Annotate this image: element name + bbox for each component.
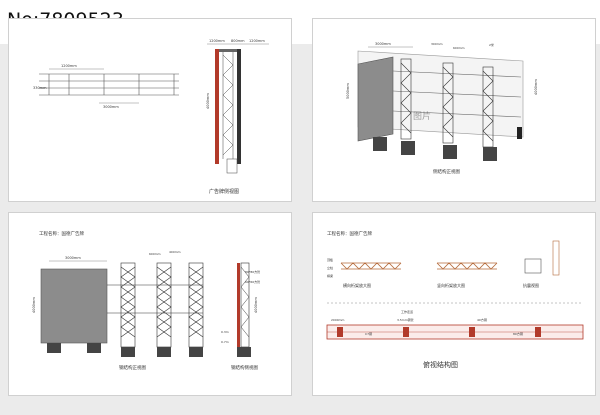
front-face — [357, 56, 394, 142]
plan-dim-top: 1200mm — [61, 64, 77, 68]
dim-f: 80方钢 — [513, 331, 523, 336]
side-elevation — [237, 262, 251, 357]
caption-c: 抗震视图 — [523, 282, 539, 288]
plan-strip — [326, 324, 584, 340]
dim-b: 工作走道 — [401, 309, 413, 314]
dim-right-top: 2米 — [489, 42, 494, 47]
sheet-steel-structure: 工程名称：国德广告牌 3000mm 4000mm 600mm 4 — [8, 212, 292, 396]
dim-e: 40方钢 — [477, 317, 487, 322]
dim-height: 4000mm — [32, 297, 36, 313]
steel-structure-drawing: 工程名称：国德广告牌 3000mm 4000mm 600mm 4 — [32, 230, 260, 371]
label-mid: 立柱 — [327, 265, 333, 270]
caption-b: 竖向桁架放大图 — [437, 282, 465, 288]
side-dim-b: 800mm — [231, 39, 245, 43]
side-dim-vert: 4000mm — [206, 93, 210, 109]
label-bot: 横梁 — [327, 273, 333, 278]
3d-view-drawing: 3000mm 300mm 600mm 2米 5000mm 4000mm 图片 侧… — [346, 42, 538, 175]
note-a: 600mm — [149, 252, 161, 256]
sheet-3d-view: 3000mm 300mm 600mm 2米 5000mm 4000mm 图片 侧… — [312, 18, 596, 202]
dim-height-side: 4000mm — [254, 297, 258, 313]
caption-a: 横向桁架放大图 — [343, 282, 371, 288]
steel-trusses — [107, 262, 204, 348]
dim-d: C7钢 — [365, 331, 372, 336]
caption-main: 俯视结构图 — [423, 360, 458, 369]
sheet3-title: 工程名称：国德广告牌 — [39, 230, 84, 237]
dim-c: 3.5mm钢管 — [397, 317, 414, 322]
side-dim-a: 1200mm — [209, 39, 225, 43]
base-b: 0.7m — [221, 340, 229, 344]
plan-dim-bottom: 3000mm — [103, 105, 119, 109]
note-c: 80*80方管 — [245, 269, 260, 274]
seismic-detail — [524, 258, 542, 274]
top-structure-drawing: 工程名称：国德广告牌 顶板 立柱 横梁 横向桁架放大图 竖向桁架放大图 抗震视图 — [326, 230, 584, 369]
note-b: 400mm — [169, 250, 181, 254]
side-dim-c: 1200mm — [249, 39, 265, 43]
side-view-tower — [207, 43, 269, 174]
dim-width: 3000mm — [65, 256, 81, 260]
label-top: 顶板 — [327, 257, 333, 262]
side-view-drawing: 1200mm 330mm 3000mm 1200mm 800mm 1200mm … — [33, 39, 269, 195]
note-d: 60*60方管 — [245, 279, 260, 284]
dim-mid: 300mm — [431, 42, 443, 46]
plan-dim-left: 330mm — [33, 86, 47, 90]
dim-height-left: 5000mm — [346, 83, 350, 99]
watermark-text: 图片 — [413, 110, 431, 122]
caption-front: 钢结构正视图 — [119, 364, 146, 371]
sheet-top-structure: 工程名称：国德广告牌 顶板 立柱 横梁 横向桁架放大图 竖向桁架放大图 抗震视图 — [312, 212, 596, 396]
sheet4-title: 工程名称：国德广告牌 — [327, 230, 372, 237]
dim-height-right: 4000mm — [534, 79, 538, 95]
panel-face — [40, 268, 108, 344]
dim-small: 600mm — [453, 46, 465, 50]
dim-a: 2000mm — [331, 318, 345, 322]
dim-top: 3000mm — [375, 42, 391, 46]
caption-side: 钢结构侧视图 — [231, 364, 258, 371]
plan-view — [39, 68, 179, 104]
3d-view-caption: 侧结构正视图 — [433, 168, 460, 175]
truss-details — [340, 262, 498, 270]
side-view-caption: 广告牌侧视图 — [209, 188, 239, 195]
base-a: 0.3m — [221, 330, 229, 334]
sheet-side-view: 1200mm 330mm 3000mm 1200mm 800mm 1200mm … — [8, 18, 292, 202]
